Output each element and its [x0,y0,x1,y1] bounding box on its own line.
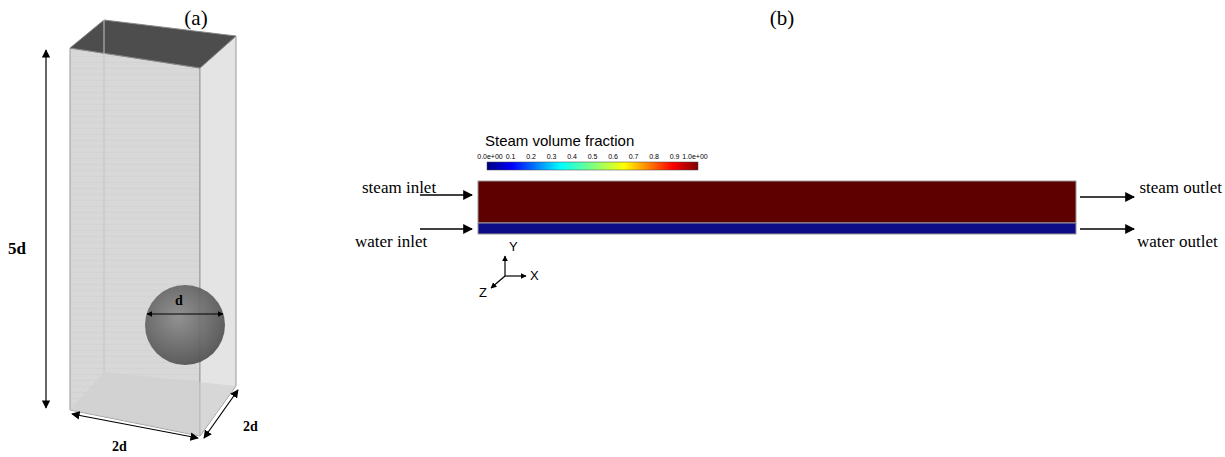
tick-label: 0.9 [670,153,680,160]
colorbar-title: Steam volume fraction [485,133,634,148]
panel-label: (a) [184,8,207,29]
dimension-label: 2d [243,420,258,434]
tick-label: 0.3 [547,153,557,160]
tick-label: 0.2 [526,153,536,160]
tick-label: 0.1 [506,153,516,160]
panel-label: (b) [770,8,795,29]
dimension-label: 5d [8,240,26,257]
sphere [145,285,225,365]
color-bar [487,162,698,170]
tick-label: 0.6 [608,153,618,160]
dimension-label: 2d [112,440,127,454]
tick-label: 0.8 [649,153,659,160]
flow-label: steam outlet [1139,179,1222,196]
tick-label: 0.4 [567,153,577,160]
tick-label: 0.7 [629,153,639,160]
axis-label: X [530,269,539,282]
axis-label: Y [509,240,518,253]
axis-triad [491,256,526,288]
domain-box [70,20,236,436]
flow-label: water outlet [1137,233,1218,250]
tick-label: 0.0e+00 [477,153,503,160]
axis-label: Z [479,286,487,299]
dimension-label: d [175,294,183,308]
flow-label: steam inlet [362,179,436,196]
dimension-lines [46,50,238,438]
steam-layer [478,181,1076,223]
flow-arrows [420,195,1134,229]
tick-label: 0.5 [588,153,598,160]
tick-label: 1.0e+00 [682,153,708,160]
flow-label: water inlet [355,233,427,250]
water-layer [478,223,1076,234]
